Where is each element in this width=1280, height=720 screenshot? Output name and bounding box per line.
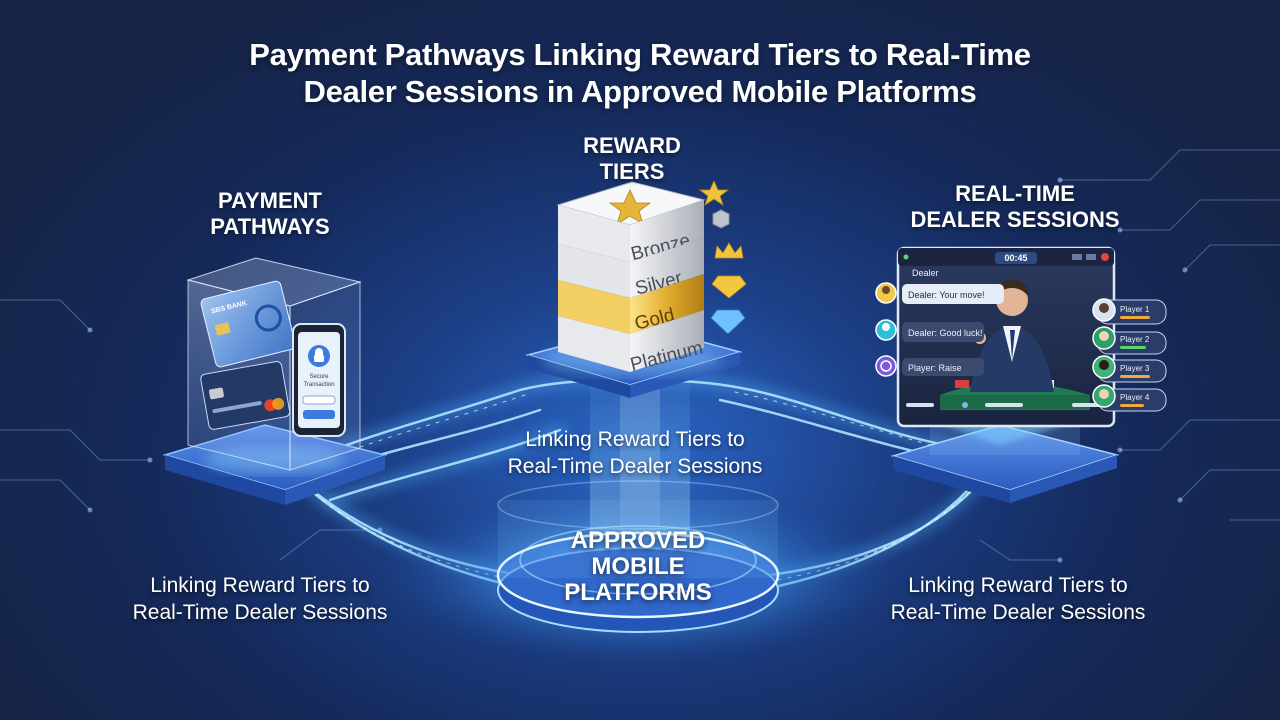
reward-tier-stack: Bronze Silver Gold Platinum	[556, 181, 706, 376]
player-item: Player 4	[1092, 384, 1167, 412]
reward-heading-line-2: TIERS	[599, 159, 665, 184]
star-icon	[698, 180, 730, 206]
player-name-4: Player 4	[1120, 393, 1150, 402]
credit-card-icon: SBS BANK	[200, 280, 296, 430]
dealer-chat: Dealer Dealer: Your move! Dealer: Good l…	[902, 268, 1004, 376]
session-timer: 00:45	[1004, 253, 1027, 263]
hub-line-1: APPROVED	[570, 527, 706, 554]
chat-message-2: Dealer: Good luck!	[908, 328, 983, 338]
center-caption-line-2: Real-Time Dealer Sessions	[507, 455, 763, 478]
chat-header: Dealer	[912, 268, 939, 278]
left-caption: Linking Reward Tiers to Real-Time Dealer…	[90, 572, 430, 626]
player-list: Player 1 Player 2 Player 3 Player 4	[1092, 298, 1167, 412]
dealer-heading-line-2: DEALER SESSIONS	[910, 207, 1120, 232]
approved-mobile-platforms-label: APPROVED MOBILE PLATFORMS	[518, 528, 758, 606]
chat-avatars	[875, 282, 897, 377]
player-item: Player 3	[1092, 355, 1167, 383]
diamond-icon	[710, 309, 746, 335]
left-caption-line-2: Real-Time Dealer Sessions	[132, 601, 388, 624]
phone-caption-2: Transaction	[303, 382, 334, 388]
dealer-avatar	[970, 280, 1054, 392]
star-icon	[608, 189, 652, 225]
payment-heading-line-2: PATHWAYS	[210, 214, 330, 239]
center-caption-line-1: Linking Reward Tiers to	[525, 428, 745, 451]
tier-icons	[698, 180, 747, 335]
mobile-phone-icon: Secure Transaction	[292, 323, 346, 437]
page-title: Payment Pathways Linking Reward Tiers to…	[140, 36, 1140, 110]
gold-gem-icon	[711, 275, 747, 299]
reward-tiers-heading: REWARD TIERS	[532, 133, 732, 185]
reward-heading-line-1: REWARD	[583, 133, 681, 158]
title-line-2: Dealer Sessions in Approved Mobile Platf…	[303, 74, 977, 109]
right-caption: Linking Reward Tiers to Real-Time Dealer…	[848, 572, 1188, 626]
center-caption: Linking Reward Tiers to Real-Time Dealer…	[470, 426, 800, 480]
player-name-2: Player 2	[1120, 335, 1150, 344]
dealer-sessions-heading: REAL-TIME DEALER SESSIONS	[880, 181, 1150, 233]
dealer-session-screen: 00:45 Dealer Dealer: Yo	[896, 246, 1116, 428]
player-item: Player 1	[1092, 298, 1167, 325]
dealer-heading-line-1: REAL-TIME	[955, 181, 1075, 206]
left-caption-line-1: Linking Reward Tiers to	[150, 574, 370, 597]
hub-disc	[378, 480, 898, 665]
right-caption-line-2: Real-Time Dealer Sessions	[890, 601, 1146, 624]
hexagon-icon	[712, 209, 730, 229]
payment-heading-line-1: PAYMENT	[218, 188, 322, 213]
player-name-1: Player 1	[1120, 305, 1150, 314]
chat-message-1: Dealer: Your move!	[908, 290, 985, 300]
hub-line-3: PLATFORMS	[564, 579, 712, 606]
payment-pathways-heading: PAYMENT PATHWAYS	[170, 188, 370, 240]
phone-caption-1: Secure	[309, 374, 329, 380]
crown-icon	[714, 242, 744, 259]
player-name-3: Player 3	[1120, 364, 1150, 373]
hub-line-2: MOBILE	[591, 553, 685, 580]
chat-message-3: Player: Raise	[908, 363, 962, 373]
player-item: Player 2	[1092, 326, 1167, 355]
title-line-1: Payment Pathways Linking Reward Tiers to…	[249, 37, 1031, 72]
right-caption-line-1: Linking Reward Tiers to	[908, 574, 1128, 597]
